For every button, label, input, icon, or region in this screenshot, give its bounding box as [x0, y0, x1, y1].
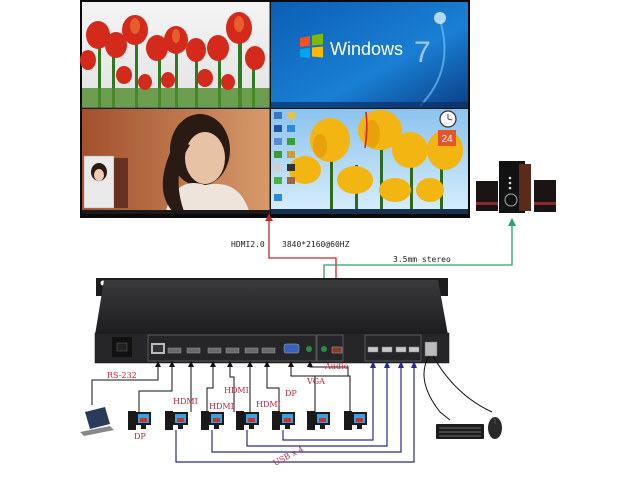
windows-logo-icon [300, 33, 323, 58]
usb-port-1[interactable] [367, 346, 379, 353]
usb-panel [364, 334, 422, 362]
pc-source-4 [236, 411, 259, 430]
input-cables [91, 355, 493, 421]
hdmi-cable-3 [229, 361, 235, 412]
pc-sources [128, 411, 367, 430]
pc-source-5 [272, 411, 295, 430]
laptop-source [80, 407, 114, 436]
calendar-day: 24 [441, 134, 453, 145]
rs232-label: RS-232 [107, 371, 137, 380]
quadrant-portrait-desktop [82, 109, 270, 214]
windows-version: 7 [414, 36, 431, 69]
quadrant-windows-7: Windows 7 [271, 2, 468, 108]
audio-input-label: Audio [324, 362, 349, 371]
hdmi-label-2: HDMI [209, 402, 234, 411]
vga-input-port[interactable] [283, 343, 300, 354]
calendar-widget: 24 [438, 130, 456, 146]
keyboard-cable [423, 355, 451, 421]
hdmi-cable-2 [206, 361, 214, 412]
clock-widget-icon [439, 110, 457, 128]
pc-source-2 [165, 411, 188, 430]
vga-cable [290, 361, 351, 412]
quadrant-yellow-tulips: 24 [271, 109, 468, 214]
pc-source-1 [128, 411, 151, 430]
rs232-cable [91, 361, 159, 405]
output-panel [316, 334, 344, 362]
resolution-label: 3840*2160@60HZ [282, 240, 350, 249]
usb-port-4[interactable] [408, 346, 420, 353]
usb-label: USB x 4 [272, 444, 305, 467]
pc-source-6 [307, 411, 330, 430]
hdmi-output-port[interactable] [331, 346, 343, 354]
mouse [488, 417, 502, 439]
quadrant-red-tulips [80, 2, 270, 108]
vga-label: VGA [306, 377, 325, 386]
audio-output-jack[interactable] [321, 346, 327, 352]
input-panel [147, 334, 317, 362]
keyboard-mouse-port[interactable] [424, 341, 438, 357]
dp-label-1: DP [134, 432, 146, 441]
kvm-matrix-chassis [94, 278, 450, 364]
speaker-system [476, 161, 556, 213]
hdmi-label-4: HDMI [256, 400, 281, 409]
hdmi-label-1: HDMI [173, 397, 198, 406]
dp-input-port-2[interactable] [261, 347, 276, 354]
rs232-port[interactable] [151, 343, 165, 354]
mouse-cable [432, 355, 493, 413]
pc-source-7 [344, 411, 367, 430]
dp-cable-2 [266, 361, 280, 412]
dp-input-port-1[interactable] [167, 347, 182, 354]
dp-cable-1 [138, 361, 173, 412]
usb-port-3[interactable] [395, 346, 407, 353]
hdmi-input-port-3[interactable] [225, 347, 240, 354]
desktop-icons [274, 112, 295, 201]
audio-input-jack[interactable] [306, 346, 312, 352]
video-wall-display: Windows 7 [80, 0, 470, 218]
audio-output-label: 3.5mm stereo [393, 255, 451, 264]
windows-wordmark: Windows [330, 39, 403, 59]
usb-port-2[interactable] [381, 346, 393, 353]
power-inlet [112, 337, 132, 357]
pc-source-3 [201, 411, 224, 430]
hdmi-output-label: HDMI2.0 [231, 240, 265, 249]
hdmi-input-port-4[interactable] [244, 347, 259, 354]
hdmi-input-port-1[interactable] [186, 347, 201, 354]
usb-cables [175, 361, 415, 463]
keyboard [436, 424, 484, 439]
taskbar [271, 209, 468, 214]
hdmi-label-3: HDMI [224, 386, 249, 395]
dp-label-2: DP [285, 389, 297, 398]
hdmi-input-port-2[interactable] [207, 347, 222, 354]
